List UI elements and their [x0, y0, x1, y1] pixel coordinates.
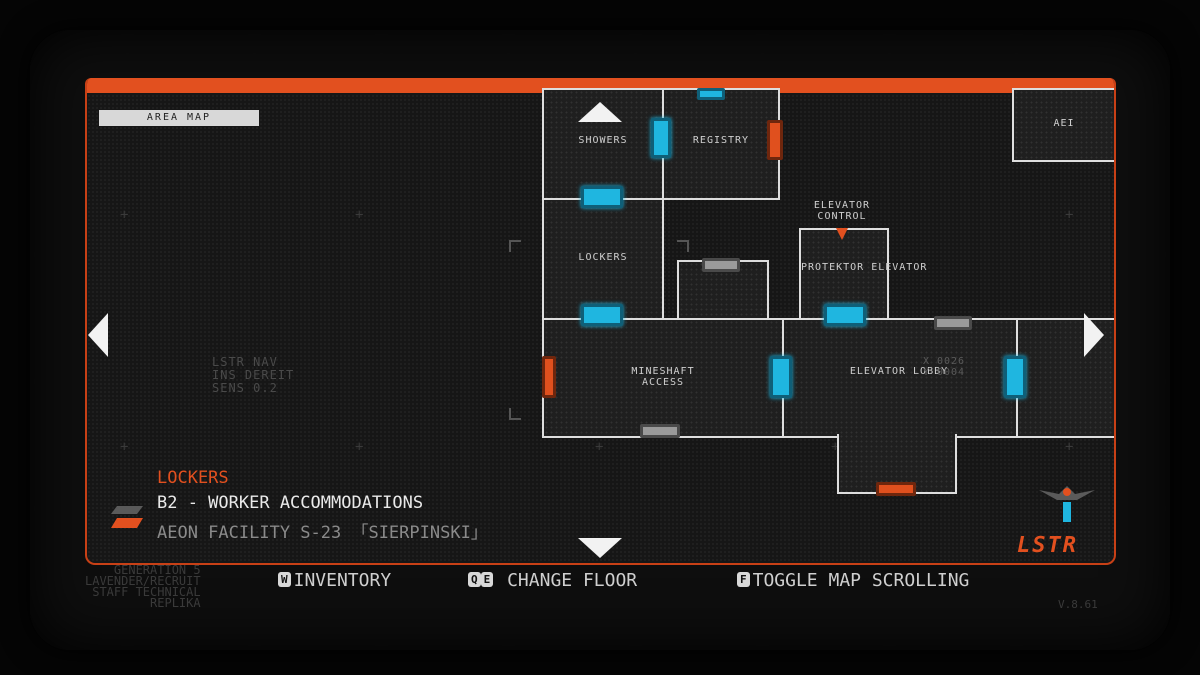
room-label: SHOWERS [578, 135, 628, 146]
scroll-left-arrow-icon[interactable] [88, 313, 108, 357]
version-label: V.8.61 [1058, 598, 1098, 611]
key-hint: F [737, 572, 750, 587]
door-registry-east-locked[interactable] [767, 120, 783, 160]
key-hint: E [480, 572, 494, 587]
nav-overlay-text: LSTR NAV INS DEREIT SENS 0.2 [212, 355, 295, 395]
grid-marker-icon: + [831, 439, 840, 455]
elevator-control-marker-icon [836, 228, 848, 240]
door-showers-lockers[interactable] [581, 186, 623, 208]
room-label: PROTEKTOR ELEVATOR [801, 262, 928, 273]
grid-marker-icon: + [1065, 207, 1074, 223]
lstr-emblem-icon [1039, 486, 1095, 522]
door-annex-south-locked[interactable] [876, 482, 916, 496]
room-label: AEI [1053, 118, 1075, 129]
selection-corner [677, 240, 689, 252]
grid-marker-icon: + [1065, 439, 1074, 455]
door-mineshaft-lobby[interactable] [770, 356, 792, 398]
door-registry-top[interactable] [697, 88, 725, 100]
door-lobby-north-inactive[interactable] [934, 316, 972, 330]
door-showers-registry[interactable] [651, 118, 671, 158]
scroll-down-arrow-icon[interactable] [578, 538, 622, 558]
selection-corner [509, 408, 521, 420]
room-east[interactable] [1016, 318, 1114, 438]
door-corridor-inactive[interactable] [702, 258, 740, 272]
door-elevator-lobby[interactable] [824, 304, 866, 326]
door-mineshaft-west-locked[interactable] [542, 356, 556, 398]
grid-marker-icon: + [355, 439, 364, 455]
key-hint: W [278, 572, 291, 587]
door-mineshaft-south-inactive[interactable] [640, 424, 680, 438]
toggle-map-scrolling-label: TOGGLE MAP SCROLLING [752, 570, 970, 591]
room-registry[interactable]: REGISTRY [662, 88, 780, 200]
lstr-logo: LSTR [1017, 533, 1078, 558]
floor-layer-icon [111, 506, 143, 528]
coordinate-readout: X 0026 Y 0004 [922, 356, 966, 378]
inventory-label: INVENTORY [293, 570, 392, 591]
current-room-label: LOCKERS [157, 468, 229, 488]
room-label: LOCKERS [578, 252, 628, 263]
door-lockers-mineshaft[interactable] [581, 304, 623, 326]
room-label: REGISTRY [692, 135, 750, 146]
grid-marker-icon: + [355, 207, 364, 223]
top-accent-bar [87, 78, 1114, 93]
grid-marker-icon: + [120, 207, 129, 223]
room-label: ELEVATOR LOBBY [849, 366, 949, 377]
selection-corner [509, 240, 521, 252]
door-lobby-east[interactable] [1004, 356, 1026, 398]
ghost-status-text: GENERATION 5 LAVENDER/RECRUIT STAFF TECH… [85, 563, 201, 610]
room-label: MINESHAFT ACCESS [631, 366, 695, 388]
elevator-control-label: ELEVATOR CONTROL [813, 200, 871, 222]
scroll-up-arrow-icon[interactable] [578, 102, 622, 122]
scroll-right-arrow-icon[interactable] [1084, 313, 1104, 357]
facility-label: AEON FACILITY S-23 「SIERPINSKI」 [157, 523, 488, 543]
room-aei[interactable]: AEI [1012, 88, 1114, 162]
current-floor-label: B2 - WORKER ACCOMMODATIONS [157, 493, 424, 513]
map-screen: AREA MAP + + + + + + + + LSTR NAV INS DE… [85, 78, 1116, 565]
key-hint: Q [468, 572, 481, 587]
change-floor-label: CHANGE FLOOR [507, 570, 638, 591]
room-elevator-lobby[interactable]: ELEVATOR LOBBY X 0026 Y 0004 [782, 318, 1018, 438]
grid-marker-icon: + [595, 439, 604, 455]
room-mineshaft-access[interactable]: MINESHAFT ACCESS [542, 318, 784, 438]
grid-marker-icon: + [120, 439, 129, 455]
area-map-tag: AREA MAP [99, 110, 259, 126]
room-lockers[interactable]: LOCKERS [542, 198, 664, 320]
